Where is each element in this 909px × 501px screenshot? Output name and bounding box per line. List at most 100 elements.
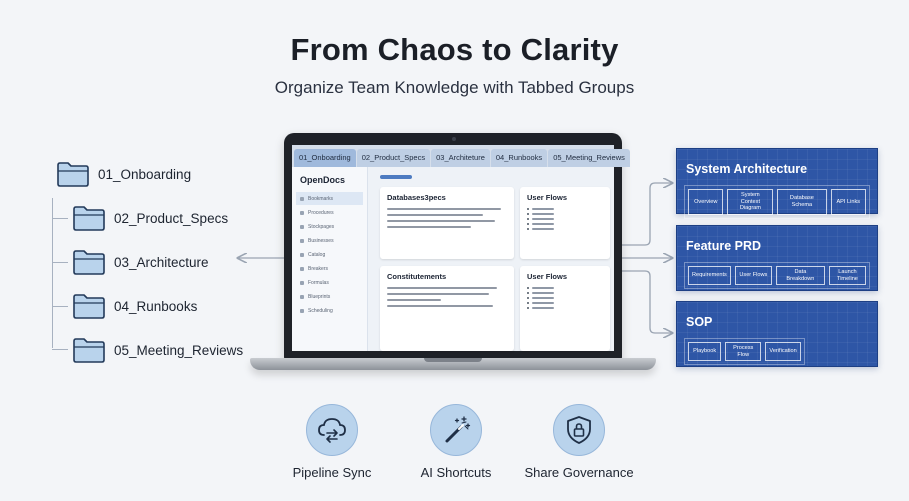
text-line (387, 208, 501, 210)
folder-meeting-reviews[interactable]: 05_Meeting_Reviews (72, 336, 243, 364)
text-line (387, 214, 483, 216)
laptop-screen: 01_Onboarding 02_Product_Specs 03_Archit… (292, 145, 630, 351)
doc-card[interactable]: Databases3pecs (380, 187, 514, 259)
list-item (527, 307, 603, 309)
folder-icon (73, 338, 105, 363)
tab-product-specs[interactable]: 02_Product_Specs (356, 149, 431, 167)
sidebar-item-label: Formulas (308, 279, 329, 286)
tree-branch (52, 349, 68, 350)
doc-icon (300, 308, 304, 313)
folder-product-specs[interactable]: 02_Product_Specs (72, 204, 228, 232)
list-item (527, 297, 603, 299)
chip-playbook[interactable]: Playbook (688, 342, 722, 362)
content-header-bar (380, 175, 412, 179)
doc-icon (300, 294, 304, 299)
panel-title: System Architecture (686, 162, 808, 176)
doc-icon (300, 210, 304, 215)
chip-requirements[interactable]: Requirements (688, 266, 731, 286)
feature-label: Pipeline Sync (292, 465, 372, 480)
doc-icon (300, 196, 304, 201)
page-title: From Chaos to Clarity (290, 32, 619, 67)
sidebar-item[interactable]: Catalog (296, 248, 363, 261)
folder-runbooks[interactable]: 04_Runbooks (72, 292, 197, 320)
sidebar-item-label: Procedures (308, 209, 334, 216)
list-item (527, 302, 603, 304)
chip-user-flows[interactable]: User Flows (734, 266, 772, 286)
page-subtitle: Organize Team Knowledge with Tabbed Grou… (274, 78, 635, 97)
tab-architecture[interactable]: 03_Architeture (431, 149, 490, 167)
folder-label: 04_Runbooks (114, 298, 198, 314)
folder-label: 01_Onboarding (98, 166, 192, 182)
sidebar-item-label: Scheduling (308, 307, 333, 314)
sidebar-item[interactable]: Breakers (296, 262, 363, 275)
doc-card-title: Databases3pecs (387, 193, 446, 202)
chip-process-flow[interactable]: Process Flow (725, 342, 762, 362)
sidebar-item-label: Businesses (308, 237, 334, 244)
feature-ai-shortcuts[interactable]: AI Shortcuts (396, 404, 516, 480)
panel-system-architecture[interactable]: System Architecture Overview System Cont… (676, 148, 878, 220)
sidebar-item[interactable]: Scheduling (296, 304, 363, 317)
feature-pipeline-sync[interactable]: Pipeline Sync (272, 404, 392, 480)
sidebar-item[interactable]: Procedures (296, 206, 363, 219)
doc-icon (300, 266, 304, 271)
folder-tree-line (52, 198, 53, 348)
chip-overview[interactable]: Overview (688, 189, 724, 216)
doc-card[interactable]: User Flows (520, 187, 610, 259)
chip-database-schema[interactable]: Database Schema (777, 189, 827, 216)
doc-icon (300, 252, 304, 257)
list-item (527, 213, 603, 215)
tab-onboarding[interactable]: 01_Onboarding (294, 149, 356, 167)
feature-label: Share Governance (524, 465, 634, 480)
tab-bar: 01_Onboarding 02_Product_Specs 03_Archit… (292, 145, 630, 167)
laptop-notch (424, 358, 482, 362)
tab-meeting-reviews[interactable]: 05_Meeting_Reviews (548, 149, 630, 167)
folder-label: 05_Meeting_Reviews (114, 342, 244, 358)
panel-feature-prd[interactable]: Feature PRD Requirements User Flows Data… (676, 225, 878, 291)
doc-card[interactable]: Constitutements (380, 266, 514, 351)
tab-runbooks[interactable]: 04_Runbooks (490, 149, 548, 167)
list-item (527, 292, 603, 294)
sidebar-item[interactable]: Stockpages (296, 220, 363, 233)
chip-launch-timeline[interactable]: Launch Timeline (828, 266, 866, 286)
tree-branch (52, 306, 68, 307)
sidebar-item[interactable]: Blueprints (296, 290, 363, 303)
sidebar-item-label: Catalog (308, 251, 326, 258)
cloud-sync-icon (318, 418, 346, 443)
shield-lock-icon (567, 416, 591, 444)
tree-branch (52, 218, 68, 219)
chip-data-breakdown[interactable]: Data Breakdown (775, 266, 825, 286)
list-item (527, 218, 603, 220)
sidebar-item-label: Stockpages (308, 223, 335, 230)
feature-icon-circle (430, 404, 482, 456)
sidebar-item[interactable]: Formulas (296, 276, 363, 289)
chip-system-context-diagram[interactable]: System Context Diagram (727, 189, 774, 216)
folder-onboarding[interactable]: 01_Onboarding (56, 160, 191, 188)
panel-chip-row: Requirements User Flows Data Breakdown L… (684, 262, 870, 290)
panel-sop[interactable]: SOP Playbook Process Flow Verification (676, 301, 878, 367)
list-item (527, 228, 603, 230)
doc-icon (300, 238, 304, 243)
folder-architecture[interactable]: 03_Architecture (72, 248, 209, 276)
list-item (527, 287, 603, 289)
feature-share-governance[interactable]: Share Governance (519, 404, 639, 480)
app-title: OpenDocs (300, 175, 346, 185)
list-item (527, 208, 603, 210)
app-sidebar: OpenDocs Bookmarks Procedures Stockpages… (292, 167, 368, 351)
doc-card-title: User Flows (527, 272, 568, 281)
chip-api-links[interactable]: API Links (830, 189, 866, 216)
panel-title: SOP (686, 315, 713, 329)
laptop-camera (452, 137, 456, 141)
doc-icon (300, 224, 304, 229)
folder-icon (73, 250, 105, 275)
text-line (387, 305, 493, 307)
sidebar-item[interactable]: Bookmarks (296, 192, 363, 205)
doc-icon (300, 280, 304, 285)
chip-verification[interactable]: Verification (765, 342, 801, 362)
doc-card[interactable]: User Flows (520, 266, 610, 351)
tree-branch (52, 262, 68, 263)
laptop: 01_Onboarding 02_Product_Specs 03_Archit… (284, 133, 630, 359)
sidebar-item-label: Blueprints (308, 293, 331, 300)
text-line (387, 226, 471, 228)
sidebar-item[interactable]: Businesses (296, 234, 363, 247)
app-content: Databases3pecs User Flows Constitutement… (372, 167, 614, 351)
